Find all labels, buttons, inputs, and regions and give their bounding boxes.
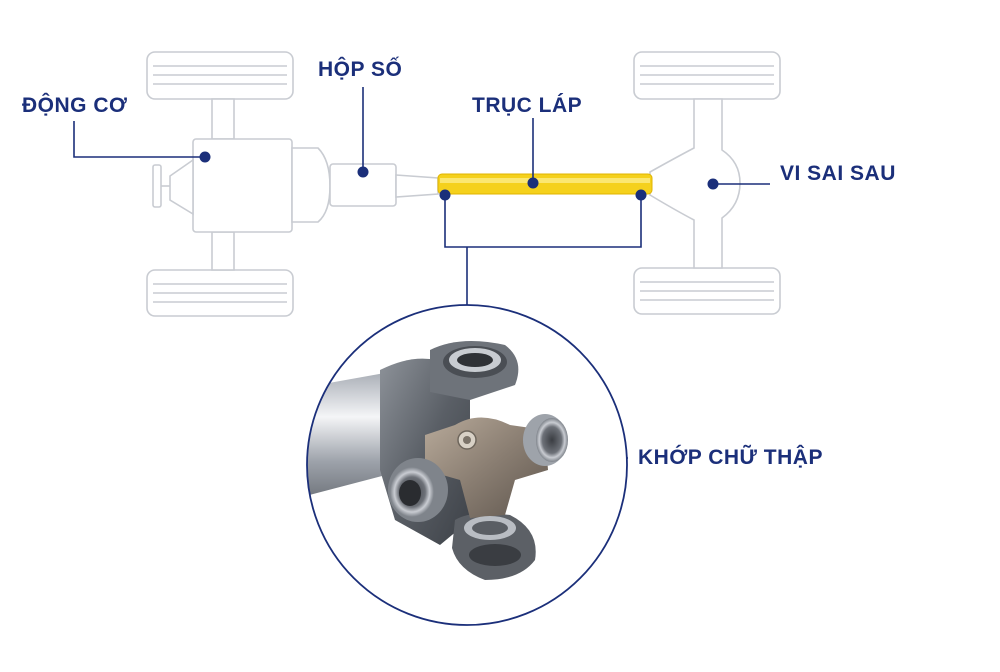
- driveshaft: [437, 173, 653, 195]
- label-rear-differential: VI SAI SAU: [780, 162, 896, 185]
- front-right-wheel: [146, 269, 294, 317]
- universal-joint-detail: [306, 304, 628, 626]
- label-engine: ĐỘNG CƠ: [22, 94, 128, 117]
- rear-left-wheel: [633, 51, 781, 100]
- leader-dots: [199, 151, 719, 201]
- chassis-outline: [146, 51, 781, 317]
- label-driveshaft: TRỤC LÁP: [472, 94, 583, 117]
- rear-right-wheel: [633, 267, 781, 315]
- label-gearbox: HỘP SỐ: [318, 58, 403, 81]
- front-left-wheel: [146, 51, 294, 100]
- label-universal-joint: KHỚP CHỮ THẬP: [638, 446, 823, 469]
- rear-axle-housing: [649, 98, 741, 269]
